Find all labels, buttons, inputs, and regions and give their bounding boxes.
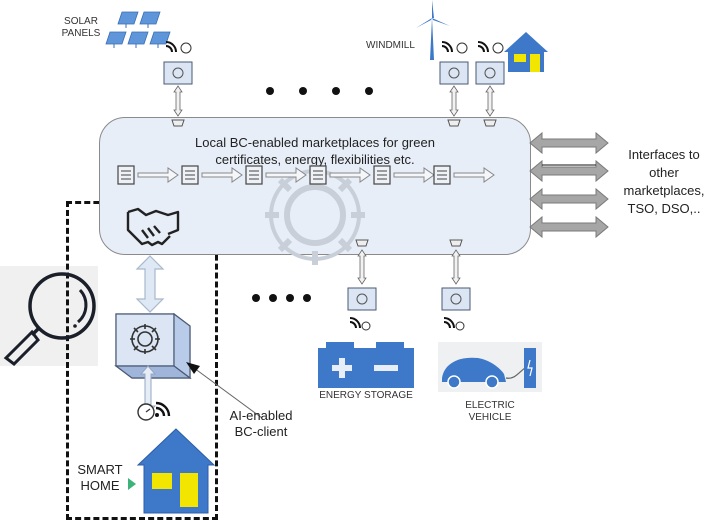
wifi-icon (165, 41, 177, 53)
top-ellipsis (266, 82, 398, 100)
electric-vehicle-label: ELECTRIC VEHICLE (465, 400, 515, 423)
client-marketplace-arrow (135, 255, 165, 313)
smart-meter-icon (492, 42, 504, 54)
wifi-icon (443, 317, 455, 329)
ellipsis-dot (269, 294, 277, 302)
handshake-icon (126, 207, 180, 247)
ellipsis-dot (252, 294, 260, 302)
solar-panel-icon (105, 11, 171, 48)
smart-home-label: SMART HOME (77, 462, 123, 493)
chain-block-6 (433, 165, 451, 185)
smart-meter-icon (455, 321, 465, 331)
node-arrow (449, 85, 459, 117)
smart-meter-icon (456, 42, 468, 54)
vehicle-node (441, 239, 471, 331)
node-box (439, 61, 469, 85)
windmill-label: WINDMILL (366, 40, 415, 51)
wifi-icon (349, 317, 361, 329)
green-arrow-icon (128, 478, 136, 490)
electric-car-icon (438, 342, 542, 392)
smart-home-house-icon (136, 428, 216, 514)
node-box (163, 61, 193, 85)
chain-arrow-6 (453, 167, 495, 183)
node-arrow (485, 85, 495, 117)
handshake-icon (447, 119, 461, 127)
wind-turbine-icon (416, 0, 450, 60)
smart-meter-icon (180, 42, 192, 54)
bottom-ellipsis (252, 289, 320, 307)
wifi-icon (477, 41, 489, 53)
handshake-icon (171, 119, 185, 127)
ellipsis-dot (332, 87, 340, 95)
handshake-icon (355, 239, 369, 247)
chain-arrow-3 (265, 167, 307, 183)
interface-arrow-3 (529, 187, 609, 211)
energy-storage-label: ENERGY STORAGE (319, 390, 413, 401)
chain-arrow-5 (393, 167, 435, 183)
interfaces-label: Interfaces to other marketplaces, TSO, D… (623, 147, 705, 216)
ellipsis-dot (299, 87, 307, 95)
bc-client-cube-icon (114, 312, 192, 380)
marketplace-title: Local BC-enabled marketplaces for green … (195, 135, 435, 167)
house-node (475, 41, 505, 127)
ellipsis-dot (266, 87, 274, 95)
windmill-node (439, 41, 469, 127)
chain-arrow-1 (137, 167, 179, 183)
node-box (475, 61, 505, 85)
smart-meter-icon (137, 403, 155, 421)
chain-block-2 (181, 165, 199, 185)
interface-arrow-4 (529, 215, 609, 239)
chain-block-5 (373, 165, 391, 185)
interface-arrow-2 (529, 159, 609, 183)
handshake-icon (483, 119, 497, 127)
ellipsis-dot (303, 294, 311, 302)
chain-arrow-2 (201, 167, 243, 183)
chain-block-1 (117, 165, 135, 185)
solar-panels-label: SOLAR PANELS (61, 16, 101, 39)
handshake-icon (449, 239, 463, 247)
smart-meter-icon (361, 321, 371, 331)
node-arrow (451, 249, 461, 285)
magnifier-icon (3, 272, 96, 366)
interface-arrow-1 (529, 131, 609, 155)
battery-icon (318, 342, 414, 388)
node-box (441, 287, 471, 311)
client-pointer-line (186, 362, 263, 419)
bc-client-label: AI-enabled BC-client (229, 408, 293, 439)
wifi-icon (441, 41, 453, 53)
blockchain-chain (117, 165, 495, 185)
node-box (347, 287, 377, 311)
house-icon (504, 32, 548, 72)
solar-node (163, 41, 193, 127)
interface-arrows (529, 131, 609, 239)
ellipsis-dot (286, 294, 294, 302)
ellipsis-dot (365, 87, 373, 95)
chain-block-3 (245, 165, 263, 185)
node-arrow (173, 85, 183, 117)
node-arrow (357, 249, 367, 285)
wifi-icon (155, 401, 171, 417)
chain-arrow-4 (329, 167, 371, 183)
gear-icon (130, 324, 160, 354)
chain-block-4 (309, 165, 327, 185)
storage-node (347, 239, 377, 331)
